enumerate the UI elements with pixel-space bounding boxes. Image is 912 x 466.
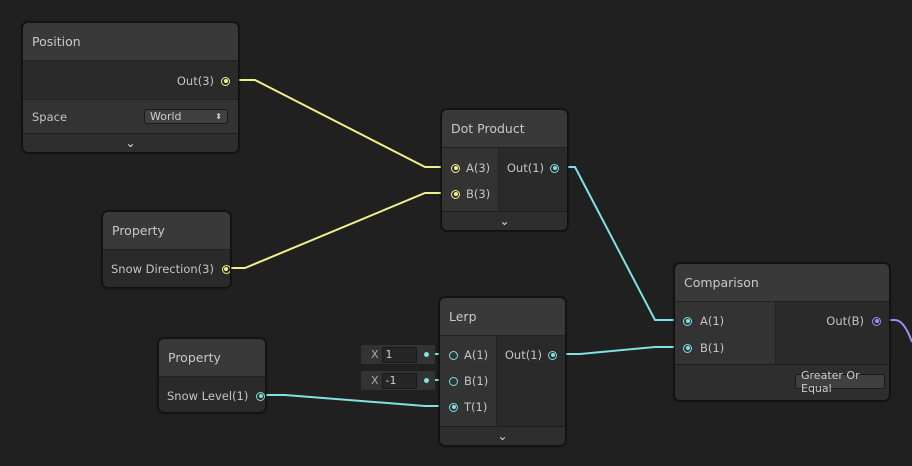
node-title: Property xyxy=(103,212,230,250)
wire-snowdir-to-dot-b xyxy=(220,192,452,269)
port-label: B(3) xyxy=(466,187,491,201)
snow-level-property-node[interactable]: Property Snow Level(1) xyxy=(158,338,266,413)
wire-lerp-to-comparison-b xyxy=(553,346,684,355)
port-label: Out(B) xyxy=(826,314,864,328)
space-label: Space xyxy=(32,110,68,124)
field-label: X xyxy=(371,374,379,387)
lerp-node[interactable]: Lerp A(1) B(1) T(1) Out(1) ⌄ xyxy=(439,297,566,446)
port-label: Snow Direction(3) xyxy=(111,262,214,276)
dropdown-value: World xyxy=(150,110,182,123)
comparison-node[interactable]: Comparison A(1) B(1) Out(B) Greater Or E… xyxy=(674,263,890,401)
port-label: T(1) xyxy=(464,400,488,414)
port-dot-icon xyxy=(424,352,429,357)
port-dot-icon xyxy=(424,378,429,383)
port-icon[interactable] xyxy=(683,316,692,326)
b-value-input[interactable]: -1 xyxy=(381,372,417,389)
port-icon[interactable] xyxy=(451,189,460,199)
dot-product-node[interactable]: Dot Product A(3) B(3) Out(1) ⌄ xyxy=(441,109,568,231)
expand-chevron-icon[interactable]: ⌄ xyxy=(440,426,565,445)
position-node[interactable]: Position Out(3) Space World ⬍ ⌄ xyxy=(22,22,239,153)
node-title: Lerp xyxy=(440,298,565,336)
port-icon[interactable] xyxy=(550,163,559,173)
lerp-a-field[interactable]: X 1 xyxy=(361,345,435,364)
node-title: Property xyxy=(159,339,265,377)
port-icon[interactable] xyxy=(256,391,265,401)
port-label: B(1) xyxy=(464,374,489,388)
port-icon[interactable] xyxy=(221,264,230,274)
wire-dot-to-comparison-a xyxy=(556,166,684,321)
expand-chevron-icon[interactable]: ⌄ xyxy=(23,133,238,152)
space-dropdown[interactable]: World ⬍ xyxy=(144,109,228,124)
port-icon[interactable] xyxy=(449,402,458,412)
dropdown-arrows-icon: ⬍ xyxy=(215,112,222,121)
wire-position-to-dot-a xyxy=(228,79,452,168)
dropdown-value: Greater Or Equal xyxy=(801,368,860,395)
port-label: A(1) xyxy=(700,314,725,328)
port-icon[interactable] xyxy=(872,316,881,326)
node-title: Dot Product xyxy=(442,110,567,148)
node-title: Position xyxy=(23,23,238,61)
port-label: Snow Level(1) xyxy=(167,389,249,403)
wire-snowlevel-to-lerp-t xyxy=(255,394,450,407)
port-icon[interactable] xyxy=(221,76,230,86)
field-label: X xyxy=(371,348,379,361)
port-label: Out(3) xyxy=(176,74,214,88)
port-label: A(1) xyxy=(464,348,489,362)
port-label: A(3) xyxy=(466,161,491,175)
port-icon[interactable] xyxy=(683,343,692,353)
port-icon[interactable] xyxy=(548,350,557,360)
expand-chevron-icon[interactable]: ⌄ xyxy=(442,211,567,230)
port-label: Out(1) xyxy=(504,348,542,362)
port-label: B(1) xyxy=(700,341,725,355)
port-icon[interactable] xyxy=(449,350,458,360)
output-port-row: Out(3) xyxy=(177,71,230,91)
snow-direction-property-node[interactable]: Property Snow Direction(3) xyxy=(102,211,231,288)
port-icon[interactable] xyxy=(449,376,458,386)
port-icon[interactable] xyxy=(451,163,460,173)
comparison-mode-dropdown[interactable]: Greater Or Equal xyxy=(795,369,885,395)
a-value-input[interactable]: 1 xyxy=(381,346,417,363)
wire-comparison-out xyxy=(879,319,912,343)
port-label: Out(1) xyxy=(506,161,544,175)
lerp-b-field[interactable]: X -1 xyxy=(361,371,435,390)
node-title: Comparison xyxy=(675,264,889,302)
